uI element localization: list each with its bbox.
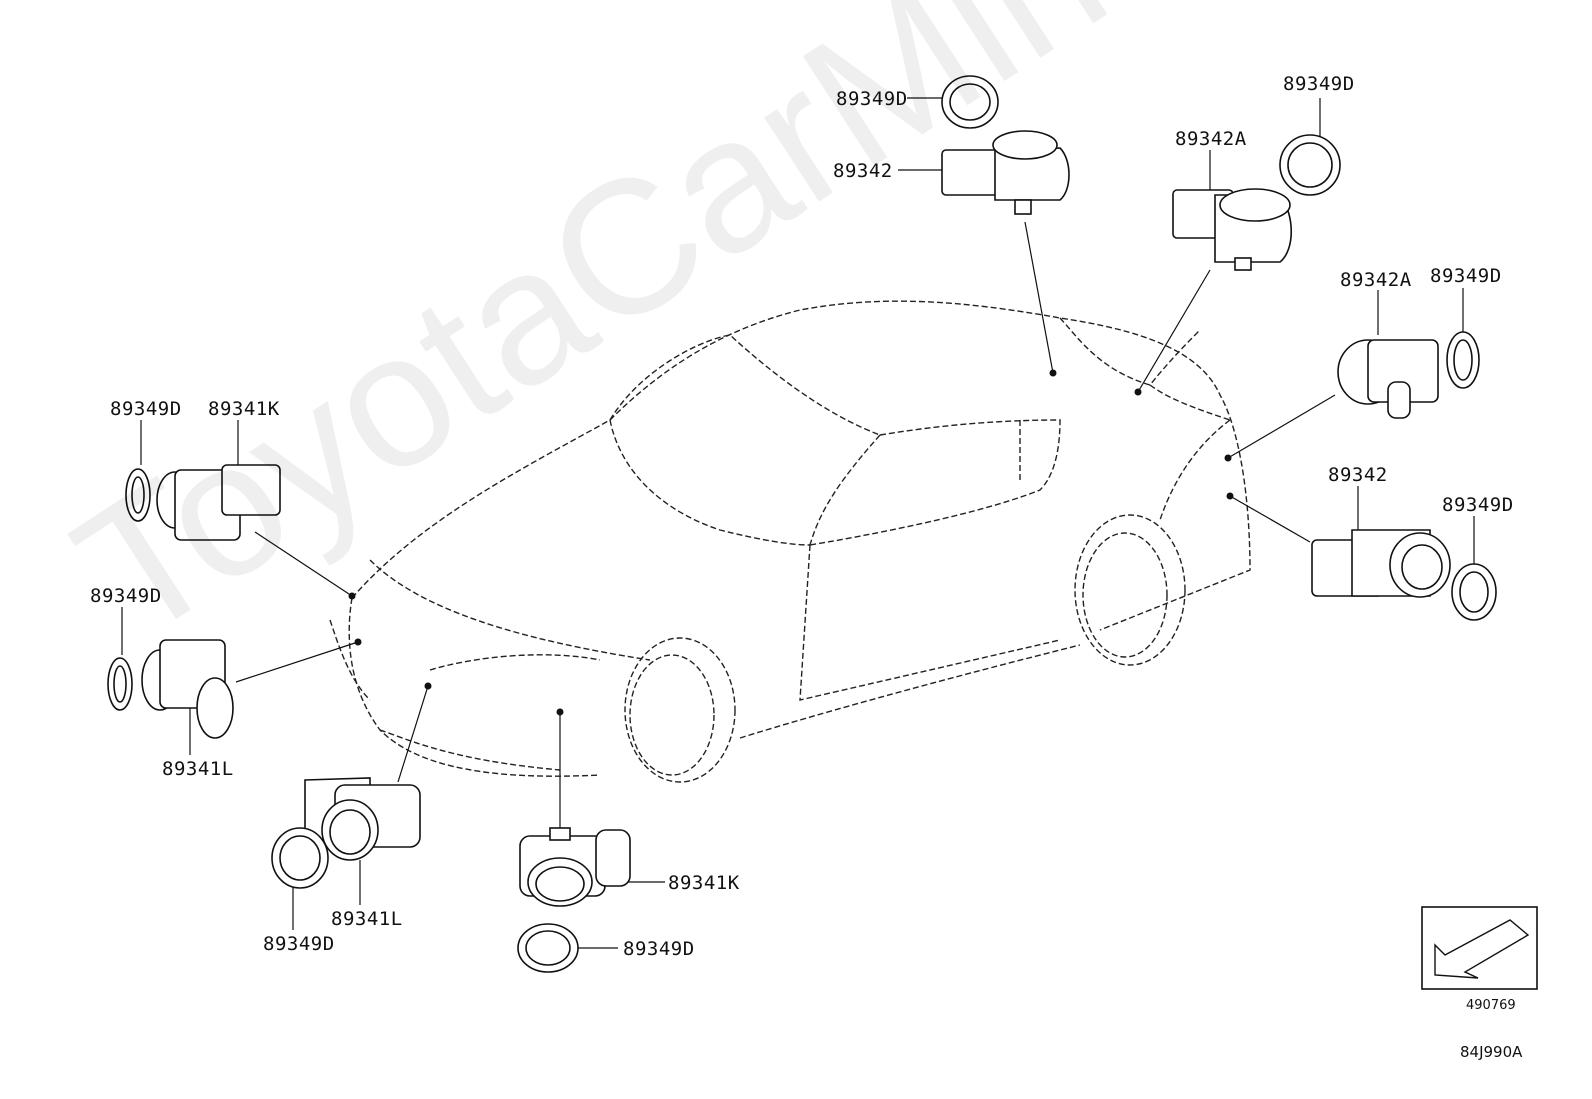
label-front-ring-l: 89349D — [263, 933, 335, 955]
ring-part-front-k — [517, 923, 579, 973]
label-top-ring: 89349D — [836, 88, 908, 110]
ring-part-rear-top — [1279, 134, 1341, 196]
sensor-part-rear-a — [1172, 188, 1292, 271]
label-right-ring: 89349D — [1442, 494, 1514, 516]
ring-part-front-l — [271, 827, 329, 889]
label-right-sensor: 89342 — [1328, 464, 1388, 486]
label-rear-ring-top: 89349D — [1283, 73, 1355, 95]
sensor-part-left-k — [156, 464, 281, 541]
figure-code: 84J990A — [1460, 1043, 1523, 1061]
leader-lines — [121, 97, 1475, 949]
label-left-sensor-l: 89341L — [162, 758, 234, 780]
direction-box — [1421, 906, 1538, 990]
label-right-sensor-a: 89342A — [1340, 269, 1412, 291]
label-left-ring-top: 89349D — [110, 398, 182, 420]
label-front-ring-k: 89349D — [623, 938, 695, 960]
label-top-sensor: 89342 — [833, 160, 893, 182]
label-front-sensor-k: 89341K — [668, 872, 740, 894]
ring-part-right-a — [1446, 331, 1480, 389]
label-rear-sensor-a: 89342A — [1175, 128, 1247, 150]
car-outline — [329, 300, 1251, 783]
label-left-ring-mid: 89349D — [90, 585, 162, 607]
attachment-points — [348, 369, 1234, 716]
sensor-part-front-k — [519, 827, 631, 907]
parts — [107, 75, 1497, 973]
direction-code: 490769 — [1466, 998, 1516, 1013]
sensor-part-front-l — [304, 777, 421, 861]
ring-part-left-mid — [107, 657, 133, 711]
ring-part-right — [1451, 563, 1497, 621]
direction-arrow-icon — [1434, 919, 1530, 979]
sensor-part-right-a — [1337, 339, 1439, 419]
sensor-part-left-l — [141, 639, 234, 739]
label-front-sensor-l: 89341L — [331, 908, 403, 930]
label-left-sensor-k: 89341K — [208, 398, 280, 420]
ring-part-top — [941, 75, 999, 129]
ring-part-left-top — [125, 468, 151, 522]
label-right-ring-a: 89349D — [1430, 265, 1502, 287]
sensor-part-top — [941, 130, 1070, 215]
sensor-part-right — [1311, 529, 1451, 598]
